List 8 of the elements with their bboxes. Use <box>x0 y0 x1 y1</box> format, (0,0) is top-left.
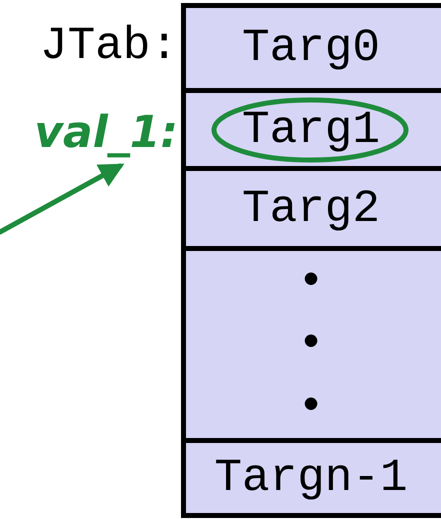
table-cell: Targ2 <box>181 166 441 246</box>
arrow <box>0 164 124 234</box>
table-label: JTab: <box>38 20 178 72</box>
table-cell: • • • <box>181 246 441 438</box>
table-cell: Targn-1 <box>181 438 441 518</box>
table-cell: Targ0 <box>181 3 441 88</box>
table-cell: Targ1 <box>181 88 441 166</box>
handwritten-note: val_1: <box>8 104 178 162</box>
